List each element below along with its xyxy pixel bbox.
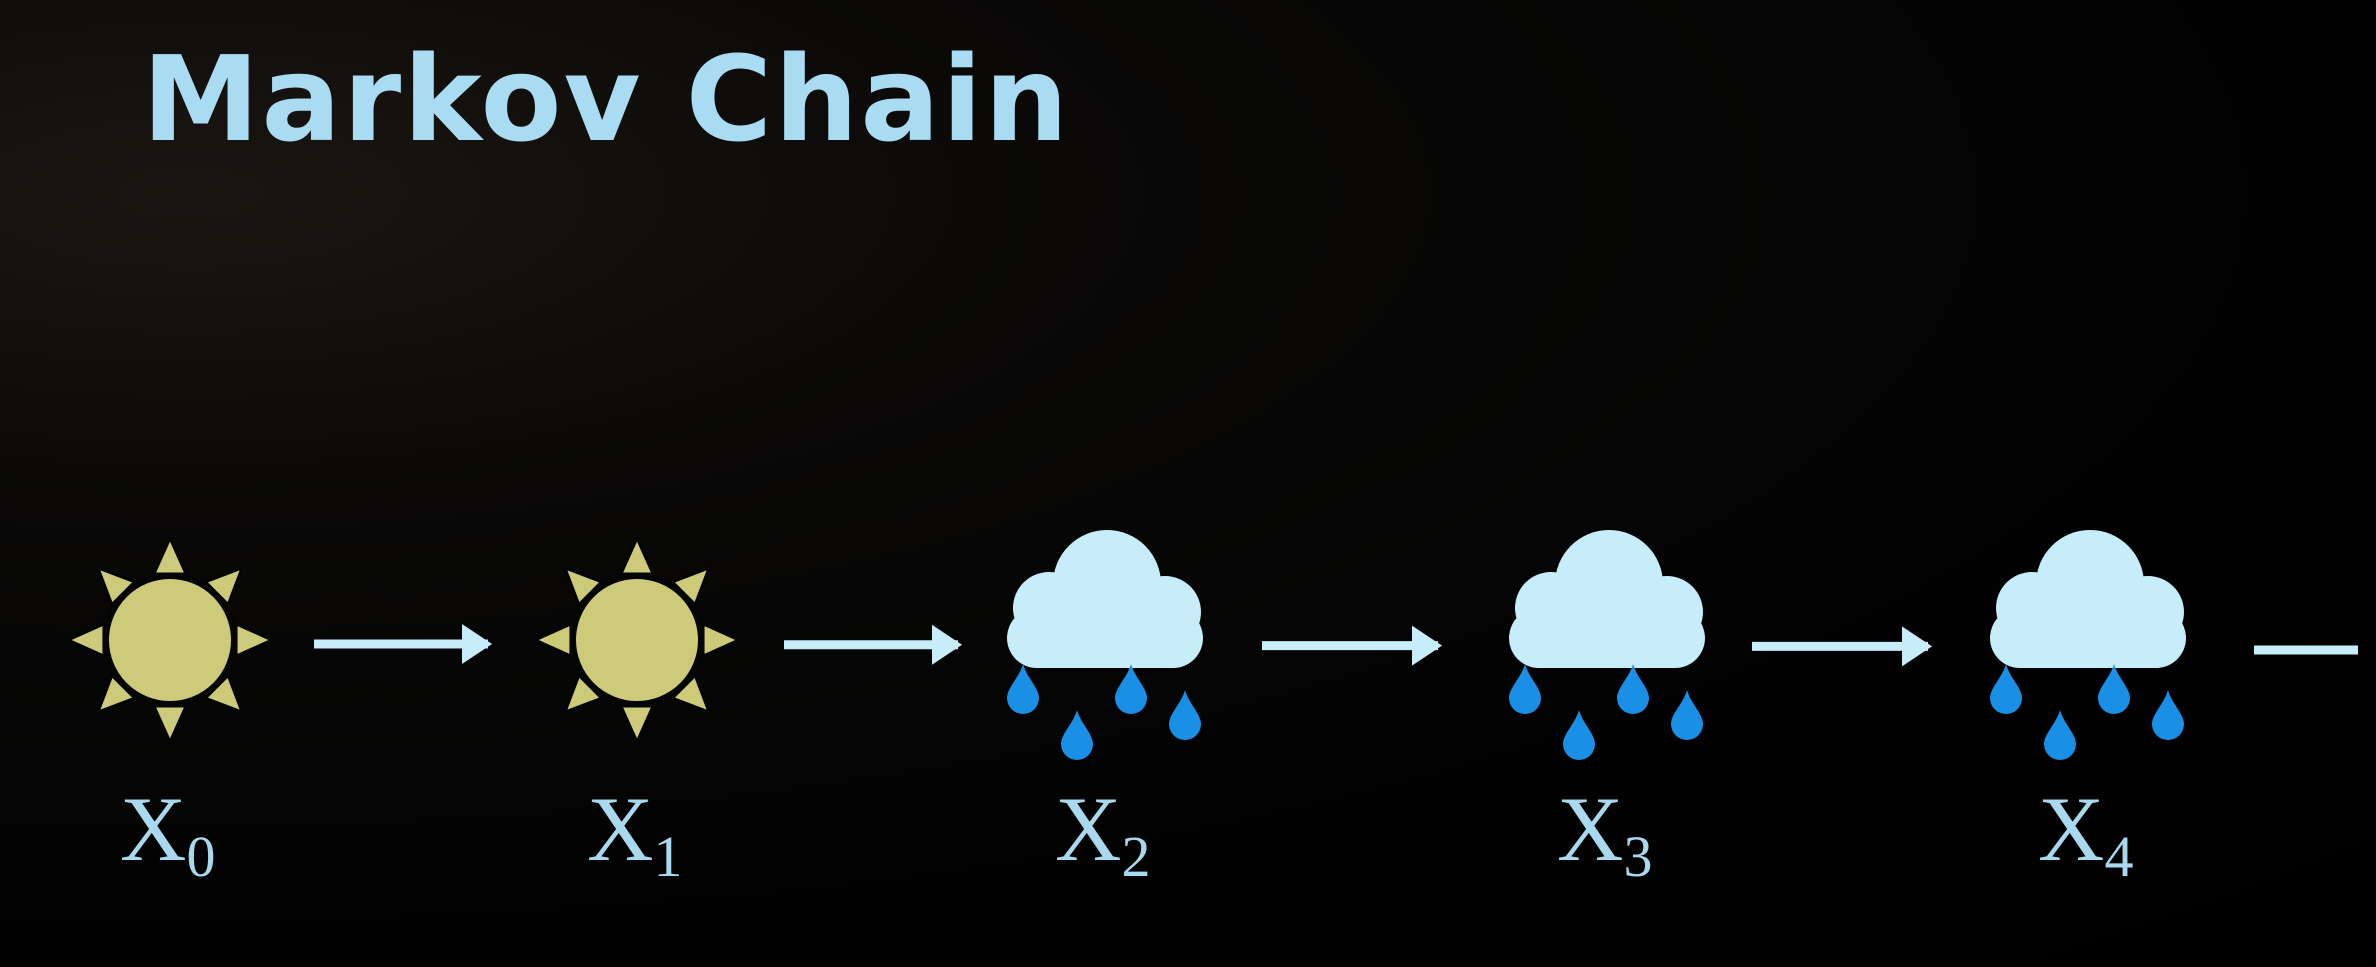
raindrop (2152, 690, 2184, 740)
state-label: X0 (120, 778, 215, 889)
raindrop (2044, 710, 2076, 760)
sun-ray (152, 536, 188, 576)
raindrop (2098, 664, 2130, 714)
raindrop (1169, 690, 1201, 740)
sun-ray (533, 622, 573, 658)
cloud-shape (1990, 530, 2186, 668)
raindrop (1115, 664, 1147, 714)
state-x4-rain-cloud-icon (1990, 530, 2186, 760)
sun-ray (66, 622, 106, 658)
state-variable: X (1557, 778, 1623, 880)
state-subscript: 3 (1623, 824, 1652, 889)
state-label: X2 (1055, 778, 1150, 889)
state-label: X4 (2038, 778, 2133, 889)
state-subscript: 4 (2104, 824, 2133, 889)
state-x3-rain-cloud-icon (1509, 530, 1705, 760)
arrow-head (1902, 626, 1932, 667)
cloud-shape (1509, 530, 1705, 668)
cloud-shape (1007, 530, 1203, 668)
raindrop (1617, 664, 1649, 714)
sun-ray (619, 536, 655, 576)
state-x2-rain-cloud-icon (1007, 530, 1203, 760)
arrow-head (462, 624, 492, 664)
sun-ray (619, 704, 655, 744)
raindrop (1563, 710, 1595, 760)
state-subscript: 0 (186, 824, 215, 889)
state-x1-sun-icon (533, 536, 741, 744)
state-variable: X (2038, 778, 2104, 880)
state-subscript: 1 (653, 824, 682, 889)
arrow-head (1412, 625, 1442, 666)
sun-disc (103, 573, 237, 707)
raindrop (1990, 664, 2022, 714)
state-label: X3 (1557, 778, 1652, 889)
sun-ray (234, 622, 274, 658)
sun-disc (570, 573, 704, 707)
slide-title: Markov Chain (142, 30, 1071, 168)
state-variable: X (1055, 778, 1121, 880)
state-subscript: 2 (1121, 824, 1150, 889)
raindrop (1007, 664, 1039, 714)
sun-ray (152, 704, 188, 744)
raindrop (1671, 690, 1703, 740)
state-label: X1 (587, 778, 682, 889)
sun-ray (701, 622, 741, 658)
state-x0-sun-icon (66, 536, 274, 744)
raindrop (1061, 710, 1093, 760)
state-variable: X (587, 778, 653, 880)
state-variable: X (120, 778, 186, 880)
arrow-head (932, 624, 962, 665)
raindrop (1509, 664, 1541, 714)
